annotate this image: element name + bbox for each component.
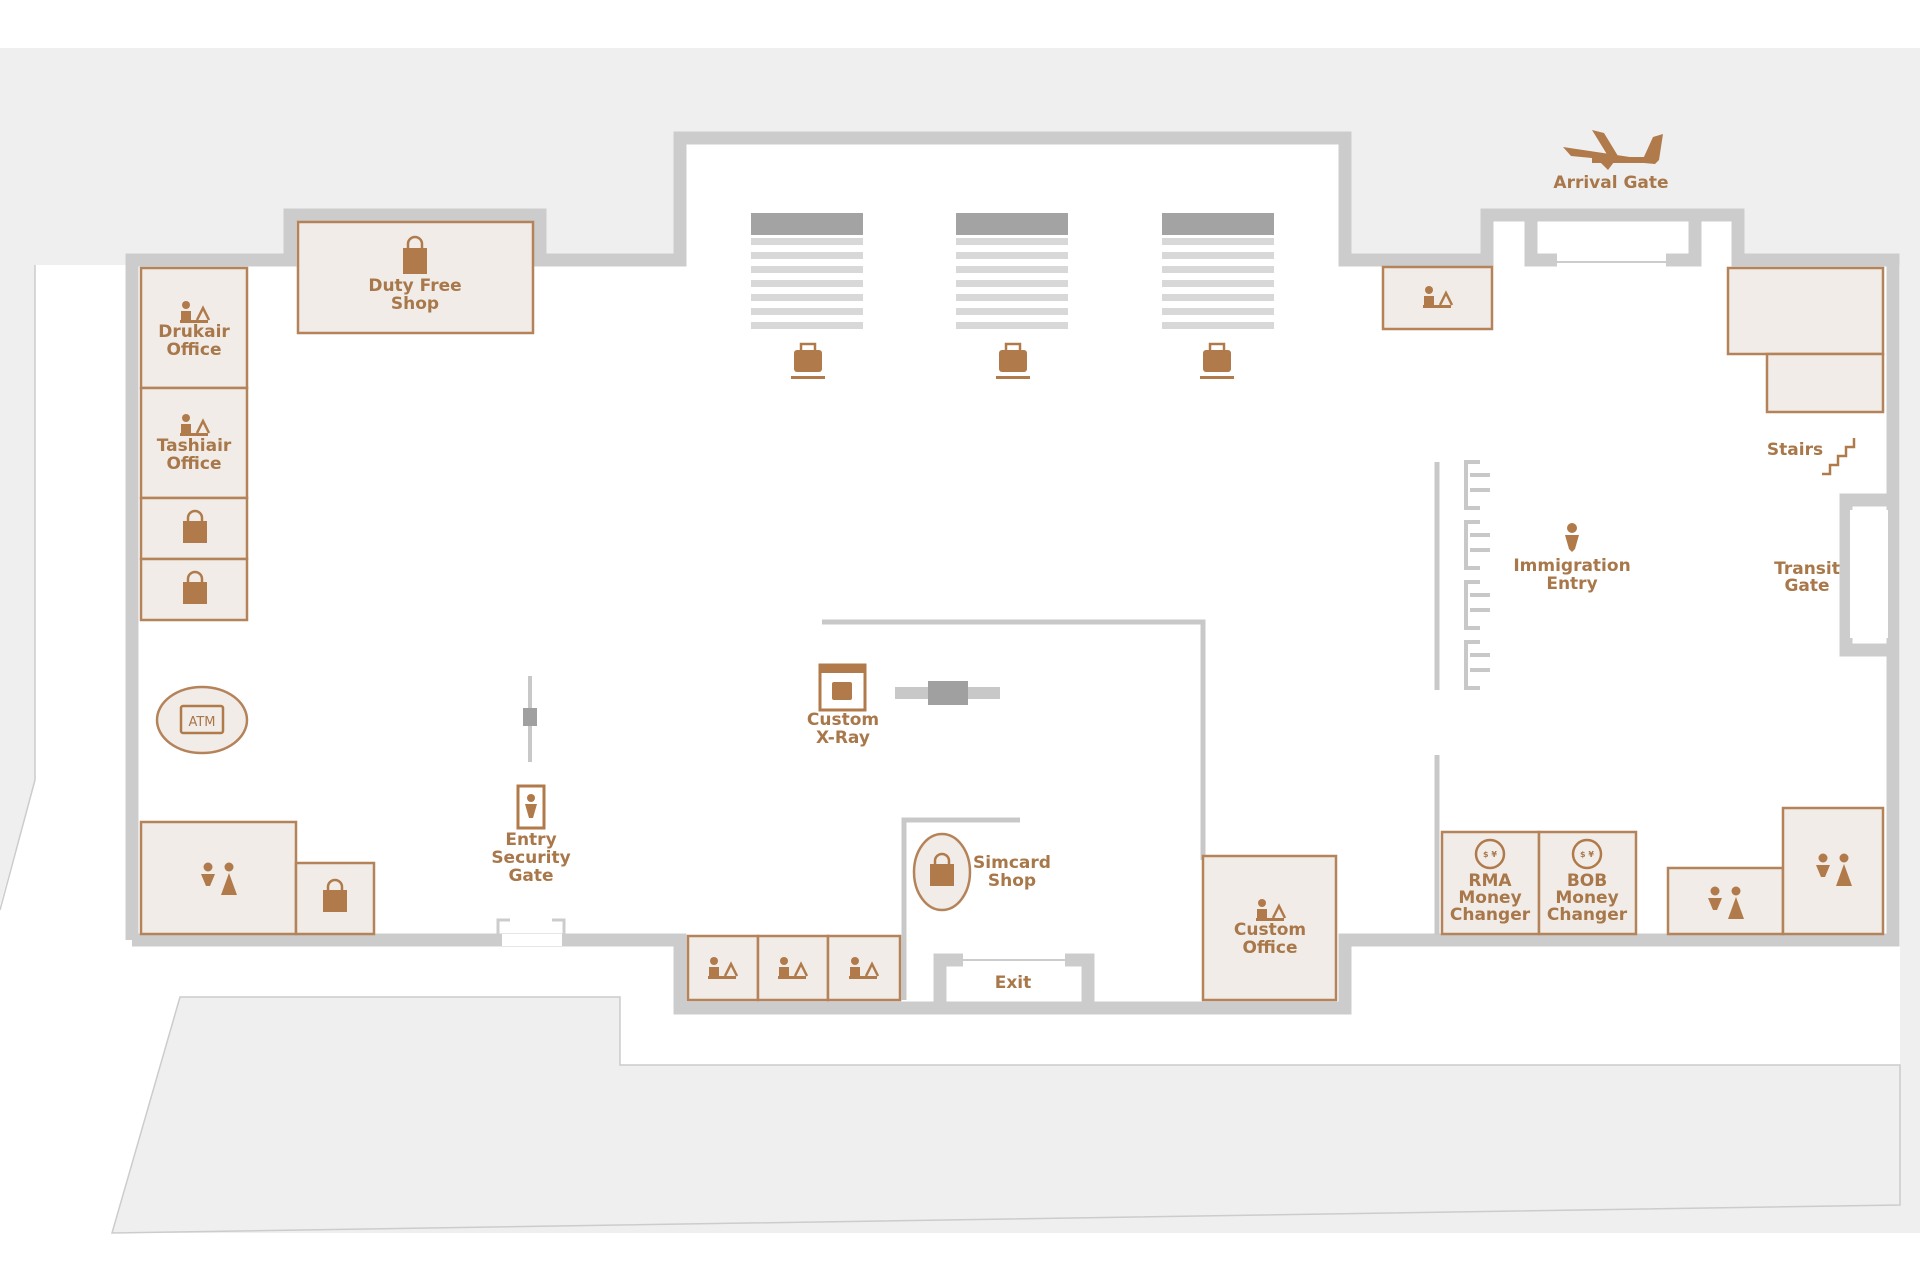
shopping-bag-icon bbox=[183, 582, 207, 604]
currency-exchange-icon bbox=[1571, 838, 1603, 870]
office-desk-icon bbox=[849, 957, 880, 979]
office-desk-icon bbox=[1256, 899, 1287, 921]
restroom-icon bbox=[1708, 886, 1744, 919]
office-desk-icon bbox=[778, 957, 809, 979]
baggage-belt-2 bbox=[956, 213, 1068, 329]
room-top-right bbox=[1726, 266, 1885, 414]
desk-row-bottom[interactable] bbox=[686, 934, 902, 1002]
immigration-counters bbox=[1464, 460, 1490, 690]
baggage-belt-1 bbox=[751, 213, 863, 329]
restroom-right-2[interactable] bbox=[1781, 806, 1885, 936]
svg-text:ATM: ATM bbox=[188, 715, 215, 730]
restroom-left[interactable] bbox=[139, 820, 298, 936]
restroom-icon bbox=[201, 862, 237, 895]
xray-scanner-icon bbox=[818, 663, 867, 712]
atm-icon bbox=[179, 704, 225, 735]
office-desk-icon bbox=[1423, 286, 1454, 308]
shop-small-2[interactable] bbox=[139, 557, 249, 622]
currency-exchange-icon bbox=[1474, 838, 1506, 870]
svg-text:$ ¥: $ ¥ bbox=[1483, 850, 1497, 859]
shop-bottom-left[interactable] bbox=[294, 861, 376, 936]
outer-wall bbox=[125, 131, 1900, 1015]
restroom-icon bbox=[1816, 853, 1852, 886]
shopping-bag-icon bbox=[183, 521, 207, 543]
shopping-bag-icon bbox=[403, 248, 427, 274]
shop-small-1[interactable] bbox=[139, 496, 249, 561]
svg-text:Exit: Exit bbox=[995, 973, 1032, 993]
svg-text:Arrival Gate: Arrival Gate bbox=[1553, 173, 1668, 193]
shopping-bag-icon bbox=[323, 890, 347, 912]
duty-free-label: Duty Free bbox=[368, 276, 461, 296]
svg-text:$ ¥: $ ¥ bbox=[1580, 850, 1594, 859]
shopping-bag-icon bbox=[930, 864, 954, 886]
arrival-gate[interactable]: Arrival Gate bbox=[1553, 130, 1669, 193]
interior-walls bbox=[523, 462, 1440, 1000]
office-desk-icon bbox=[708, 957, 739, 979]
svg-text:Stairs: Stairs bbox=[1767, 440, 1823, 460]
metal-detector-icon bbox=[516, 784, 546, 830]
office-desk-icon bbox=[180, 414, 211, 436]
stairs[interactable]: Stairs bbox=[1767, 438, 1856, 476]
restroom-right-1[interactable] bbox=[1666, 866, 1785, 936]
terminal-floor bbox=[132, 138, 1893, 1008]
baggage-belt-3 bbox=[1162, 213, 1274, 329]
desk-top-right[interactable] bbox=[1381, 265, 1494, 331]
exit[interactable]: Exit bbox=[995, 973, 1032, 993]
atm[interactable]: ATM bbox=[155, 685, 249, 755]
luggage-icon bbox=[791, 342, 1234, 379]
immigration-officer-icon bbox=[1565, 523, 1579, 552]
baggage-carousels bbox=[751, 213, 1274, 379]
office-desk-icon bbox=[180, 301, 211, 323]
stairs-icon bbox=[1822, 438, 1856, 476]
